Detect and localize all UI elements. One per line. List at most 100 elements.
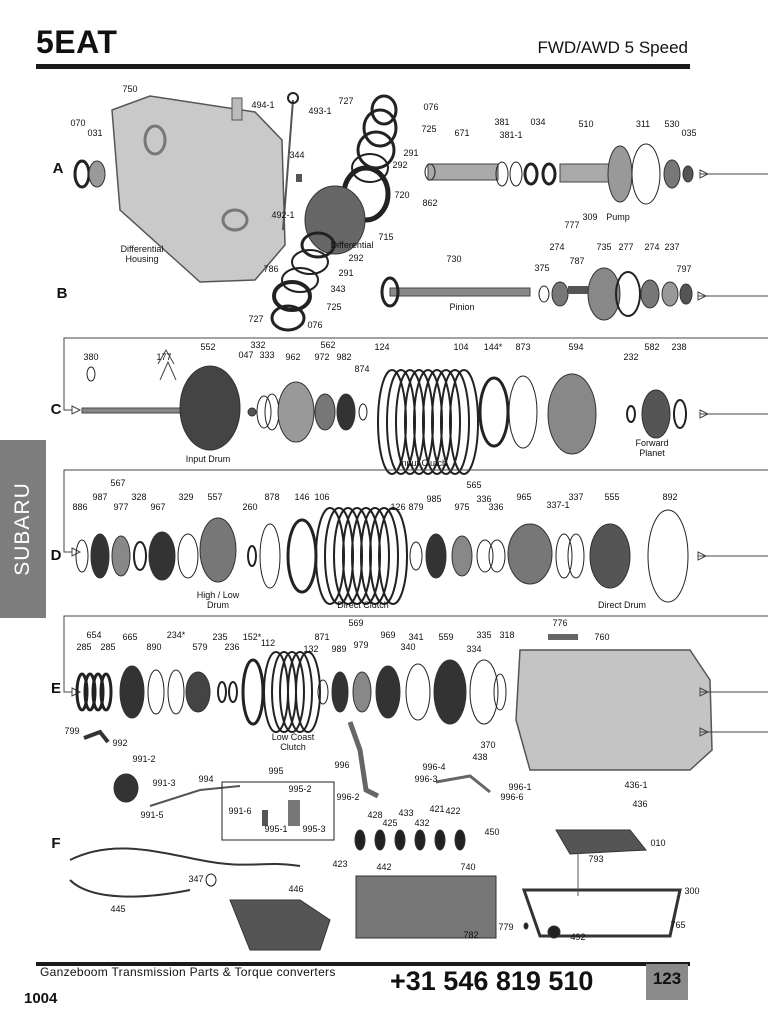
part-callout: 779 bbox=[498, 922, 513, 932]
part-callout: 132 bbox=[303, 644, 318, 654]
ring-part bbox=[300, 231, 336, 259]
row-letter-c: C bbox=[51, 401, 62, 418]
ring-part bbox=[647, 509, 689, 603]
part-callout: 076 bbox=[423, 102, 438, 112]
ring-part bbox=[476, 539, 494, 573]
part-callout: 337 bbox=[568, 492, 583, 502]
part-callout: 987 bbox=[92, 492, 107, 502]
part-callout: 996-4 bbox=[422, 762, 445, 772]
part-callout: 654 bbox=[86, 630, 101, 640]
part-callout: 975 bbox=[454, 502, 469, 512]
part-callout: 381-1 bbox=[499, 130, 522, 140]
ring-part bbox=[272, 280, 312, 312]
part-callout: 428 bbox=[367, 810, 382, 820]
ring-part bbox=[270, 304, 306, 332]
part-body bbox=[90, 533, 110, 579]
part-callout: 873 bbox=[515, 342, 530, 352]
row-letter-a: A bbox=[53, 160, 64, 177]
part-callout: 380 bbox=[83, 352, 98, 362]
row-letter-b: B bbox=[57, 285, 68, 302]
cable-part bbox=[149, 785, 241, 807]
part-callout: 311 bbox=[636, 119, 650, 129]
part-callout: 557 bbox=[207, 492, 222, 502]
ring-part bbox=[241, 658, 265, 726]
bolt-part bbox=[296, 174, 302, 182]
part-callout: 569 bbox=[348, 618, 363, 628]
part-callout: 991-6 bbox=[228, 806, 251, 816]
part-callout: 991-3 bbox=[152, 778, 175, 788]
part-callout: 727 bbox=[248, 314, 263, 324]
pinion-label: Pinion bbox=[449, 302, 474, 312]
ring-part bbox=[370, 94, 398, 126]
part-body bbox=[679, 283, 693, 305]
row-letter-e: E bbox=[51, 680, 61, 697]
part-callout: 493-1 bbox=[308, 106, 331, 116]
part-callout: 333 bbox=[259, 350, 274, 360]
ring-part bbox=[488, 539, 506, 573]
brand-side-tab: SUBARU bbox=[0, 440, 46, 618]
part-body bbox=[148, 531, 176, 581]
part-callout: 126 bbox=[390, 502, 405, 512]
part-callout: 337-1 bbox=[546, 500, 569, 510]
connector-harness-part bbox=[229, 899, 331, 951]
part-callout: 237 bbox=[664, 242, 679, 252]
ring-part bbox=[360, 507, 390, 605]
ring-part bbox=[538, 285, 550, 303]
part-callout: 274 bbox=[644, 242, 659, 252]
part-callout: 375 bbox=[534, 263, 549, 273]
part-callout: 438 bbox=[472, 752, 487, 762]
input-clutch-label: Input Clutch bbox=[399, 458, 447, 468]
solenoid-part bbox=[454, 829, 466, 851]
ring-part bbox=[279, 651, 305, 733]
part-callout: 727 bbox=[338, 96, 353, 106]
flow-arrow-icon bbox=[699, 409, 710, 419]
row-return-line bbox=[63, 615, 768, 693]
part-callout: 562 bbox=[320, 340, 335, 350]
part-callout: 886 bbox=[72, 502, 87, 512]
ring-part bbox=[495, 161, 509, 187]
part-callout: 341 bbox=[408, 632, 423, 642]
ring-part bbox=[99, 672, 113, 712]
part-callout: 031 bbox=[87, 128, 102, 138]
differential-housing-part bbox=[111, 95, 286, 283]
part-callout: 235 bbox=[212, 632, 227, 642]
part-body bbox=[247, 407, 257, 417]
part-callout: 070 bbox=[70, 118, 85, 128]
part-callout: 665 bbox=[122, 632, 137, 642]
ring-part bbox=[75, 672, 89, 712]
forward-planet-label: Forward bbox=[635, 438, 668, 448]
phone-number: +31 546 819 510 bbox=[390, 966, 594, 996]
ring-part bbox=[523, 162, 539, 186]
part-callout: 292 bbox=[348, 253, 363, 263]
part-callout: 760 bbox=[594, 632, 609, 642]
part-body bbox=[375, 665, 401, 719]
flow-arrow-icon bbox=[699, 727, 710, 737]
part-body bbox=[88, 160, 106, 188]
part-callout: 972 bbox=[314, 352, 329, 362]
part-callout: 336 bbox=[488, 502, 503, 512]
part-body bbox=[640, 279, 660, 309]
ring-part bbox=[83, 672, 97, 712]
differential-housing-label: Differential bbox=[121, 244, 164, 254]
part-callout: 329 bbox=[178, 492, 193, 502]
part-callout: 318 bbox=[499, 630, 514, 640]
input-drum-label: Input Drum bbox=[186, 454, 231, 464]
ring-part bbox=[541, 162, 557, 186]
part-body bbox=[663, 159, 681, 189]
part-body bbox=[547, 925, 561, 939]
ring-part bbox=[143, 124, 167, 156]
pinion-shaft-part bbox=[389, 287, 531, 297]
part-callout: 076 bbox=[307, 320, 322, 330]
part-callout: 786 bbox=[263, 264, 278, 274]
lever-part bbox=[435, 774, 491, 794]
part-callout: 979 bbox=[353, 640, 368, 650]
part-callout: 582 bbox=[644, 342, 659, 352]
ring-part bbox=[555, 533, 573, 579]
ring-part bbox=[287, 651, 313, 733]
part-callout: 347 bbox=[188, 874, 203, 884]
part-callout: 144* bbox=[484, 342, 503, 352]
ring-part bbox=[449, 369, 479, 475]
part-callout: 238 bbox=[671, 342, 686, 352]
solenoid-part bbox=[414, 829, 426, 851]
part-callout: 492-1 bbox=[271, 210, 294, 220]
